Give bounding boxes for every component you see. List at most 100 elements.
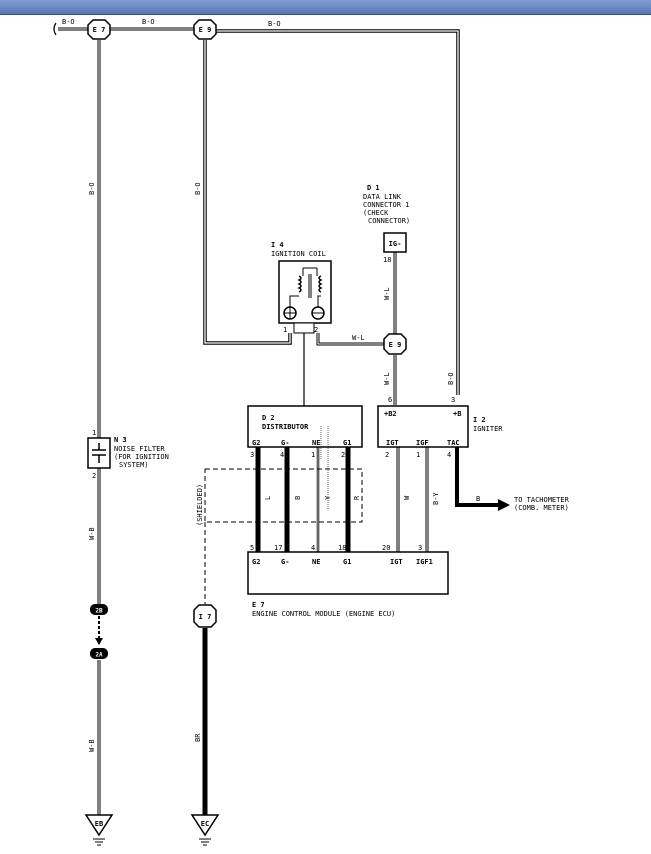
svg-text:E 9: E 9 <box>389 341 402 349</box>
svg-text:D 2: D 2 <box>262 414 275 422</box>
wire-bo-to-coil-inner <box>204 40 291 344</box>
svg-text:I 7: I 7 <box>199 613 212 621</box>
svg-text:NOISE FILTER: NOISE FILTER <box>114 445 165 453</box>
ignition-coil: I 4 IGNITION COIL 1 2 <box>271 241 332 334</box>
svg-text:W-L: W-L <box>352 334 365 342</box>
svg-text:4: 4 <box>311 544 315 552</box>
svg-text:EC: EC <box>201 820 209 828</box>
svg-text:6: 6 <box>388 396 392 404</box>
svg-text:TAC: TAC <box>447 439 460 447</box>
svg-text:1: 1 <box>416 451 420 459</box>
data-link-connector: D 1 DATA LINK CONNECTOR 1 (CHECK CONNECT… <box>363 184 410 264</box>
svg-text:CONNECTOR): CONNECTOR) <box>368 217 410 225</box>
svg-text:5: 5 <box>250 544 254 552</box>
svg-text:2: 2 <box>341 451 345 459</box>
wire-bo-to-igniter-inner <box>214 30 459 395</box>
svg-text:I 2: I 2 <box>473 416 486 424</box>
svg-text:G1: G1 <box>343 558 351 566</box>
svg-text:2: 2 <box>385 451 389 459</box>
svg-text:W-L: W-L <box>383 287 391 300</box>
svg-text:G-: G- <box>281 558 289 566</box>
wire-bo-to-coil <box>203 40 292 345</box>
svg-text:IG-: IG- <box>389 240 402 248</box>
svg-text:1: 1 <box>283 326 287 334</box>
svg-text:W-B: W-B <box>88 739 96 752</box>
svg-text:3: 3 <box>250 451 254 459</box>
svg-text:1: 1 <box>92 429 96 437</box>
connector-e9-mid: E 9 <box>383 333 407 355</box>
svg-text:B-O: B-O <box>142 18 155 26</box>
svg-text:3: 3 <box>418 544 422 552</box>
connector-e7: E 7 <box>87 19 111 40</box>
svg-text:B-O: B-O <box>62 18 75 26</box>
svg-text:NE: NE <box>312 558 320 566</box>
shield-outline <box>204 468 363 604</box>
igniter: +B2 +B 6 3 IGT IGF TAC 2 1 4 I 2 IGNITER <box>377 396 503 459</box>
svg-text:IGT: IGT <box>386 439 399 447</box>
ground-ec: EC <box>190 814 220 846</box>
svg-text:DATA LINK: DATA LINK <box>363 193 402 201</box>
wires <box>53 22 500 815</box>
svg-text:B: B <box>294 496 302 500</box>
splice-2b: 2B <box>90 604 108 615</box>
svg-text:2: 2 <box>314 326 318 334</box>
splice-2a: 2A <box>90 648 108 659</box>
svg-text:G2: G2 <box>252 558 260 566</box>
svg-text:4: 4 <box>280 451 284 459</box>
svg-text:TO TACHOMETER: TO TACHOMETER <box>514 496 570 504</box>
connector-i7: I 7 <box>193 604 217 628</box>
svg-text:G-: G- <box>281 439 289 447</box>
svg-text:W: W <box>403 495 411 500</box>
svg-text:SYSTEM): SYSTEM) <box>119 461 149 469</box>
engine-ecu: G2 G- NE G1 IGT IGF1 5 17 4 18 20 3 E 7 … <box>247 544 449 618</box>
wire-bo-to-igniter <box>214 29 460 395</box>
wire-color-labels: B-O B-O B-O B-O B-O B-O W-L W-L W-L W-B … <box>62 18 480 752</box>
svg-text:I 4: I 4 <box>271 241 284 249</box>
svg-text:G2: G2 <box>252 439 260 447</box>
svg-text:Y: Y <box>324 495 332 500</box>
tachometer-arrow <box>498 499 510 511</box>
svg-text:D 1: D 1 <box>367 184 380 192</box>
svg-text:(FOR IGNITION: (FOR IGNITION <box>114 453 169 461</box>
svg-text:IGT: IGT <box>390 558 403 566</box>
svg-text:EB: EB <box>95 820 103 828</box>
svg-text:B-O: B-O <box>88 182 96 195</box>
ground-eb: EB <box>84 814 114 846</box>
wire-break-symbol <box>53 22 57 36</box>
svg-text:2B: 2B <box>95 608 103 615</box>
svg-text:(COMB. METER): (COMB. METER) <box>514 504 569 512</box>
svg-text:IGNITION COIL: IGNITION COIL <box>271 250 326 258</box>
svg-text:17: 17 <box>274 544 282 552</box>
svg-text:+B: +B <box>453 410 461 418</box>
svg-text:CONNECTOR 1: CONNECTOR 1 <box>363 201 409 209</box>
svg-text:IGNITER: IGNITER <box>473 425 503 433</box>
svg-text:B: B <box>476 495 480 503</box>
svg-text:+B2: +B2 <box>384 410 397 418</box>
svg-text:IGF1: IGF1 <box>416 558 433 566</box>
splice-link-arrow <box>95 638 103 645</box>
svg-text:18: 18 <box>338 544 346 552</box>
svg-text:18: 18 <box>383 256 391 264</box>
distributor: D 2 DISTRIBUTOR G2 G- NE G1 3 4 1 2 <box>247 405 363 510</box>
svg-text:NE: NE <box>312 439 320 447</box>
wire-wl-coil <box>316 333 384 346</box>
svg-text:B-O: B-O <box>268 20 281 28</box>
svg-text:2: 2 <box>92 472 96 480</box>
svg-text:2A: 2A <box>95 652 103 659</box>
svg-text:1: 1 <box>311 451 315 459</box>
svg-text:(CHECK: (CHECK <box>363 209 389 217</box>
tachometer-destination: TO TACHOMETER (COMB. METER) <box>514 496 570 512</box>
svg-text:3: 3 <box>451 396 455 404</box>
window-title-bar <box>0 0 651 15</box>
svg-text:E 9: E 9 <box>199 26 212 34</box>
svg-text:W-L: W-L <box>383 372 391 385</box>
svg-text:R: R <box>353 495 361 500</box>
connector-e9-top: E 9 <box>193 19 217 40</box>
svg-text:N 3: N 3 <box>114 436 127 444</box>
svg-text:G1: G1 <box>343 439 351 447</box>
svg-text:IGF: IGF <box>416 439 429 447</box>
wire-b-tac <box>455 447 500 507</box>
noise-filter: 1 2 N 3 NOISE FILTER (FOR IGNITION SYSTE… <box>87 429 169 480</box>
svg-text:L: L <box>264 496 272 500</box>
svg-text:W-B: W-B <box>88 527 96 540</box>
